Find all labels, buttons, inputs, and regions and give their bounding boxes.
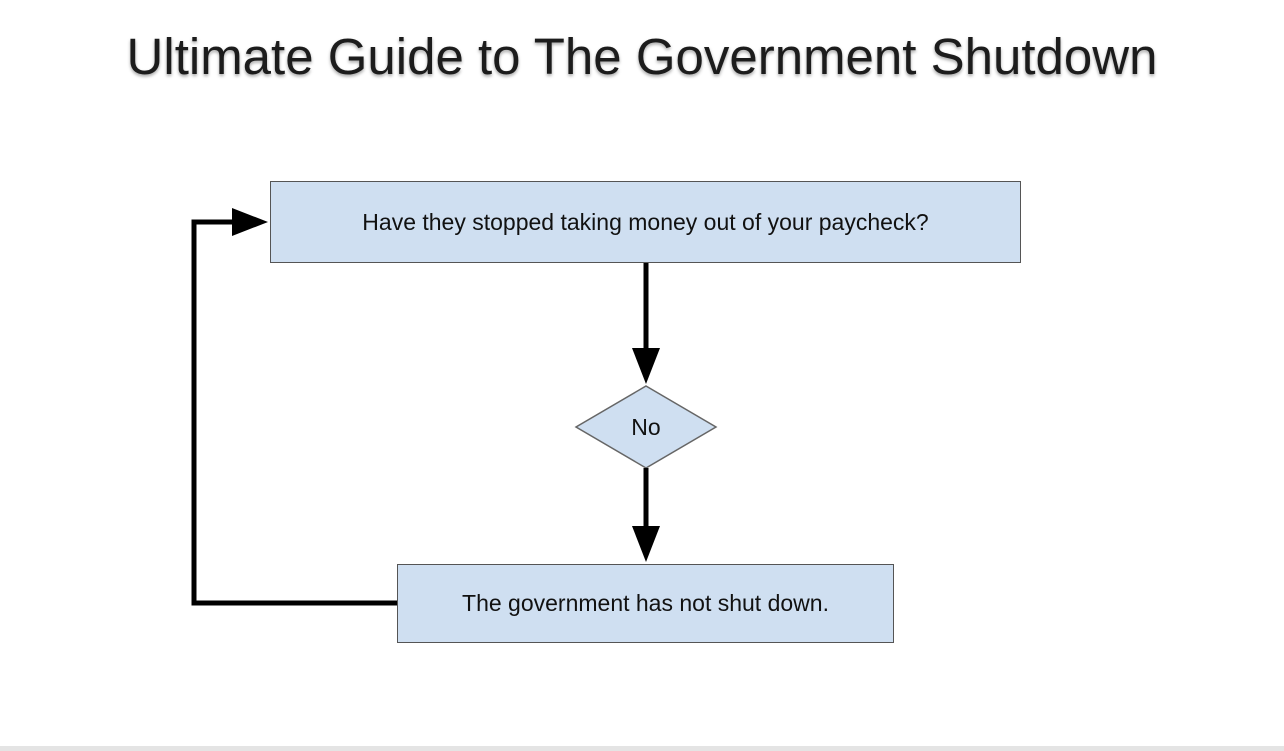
bottom-divider	[0, 746, 1284, 751]
decision-label: No	[631, 413, 661, 440]
result-box: The government has not shut down.	[397, 564, 894, 643]
arrow-decision-to-result	[632, 468, 660, 562]
arrow-result-to-question	[191, 208, 397, 606]
question-box: Have they stopped taking money out of yo…	[270, 181, 1021, 263]
page-title: Ultimate Guide to The Government Shutdow…	[126, 28, 1158, 85]
arrow-question-to-decision	[632, 263, 660, 384]
